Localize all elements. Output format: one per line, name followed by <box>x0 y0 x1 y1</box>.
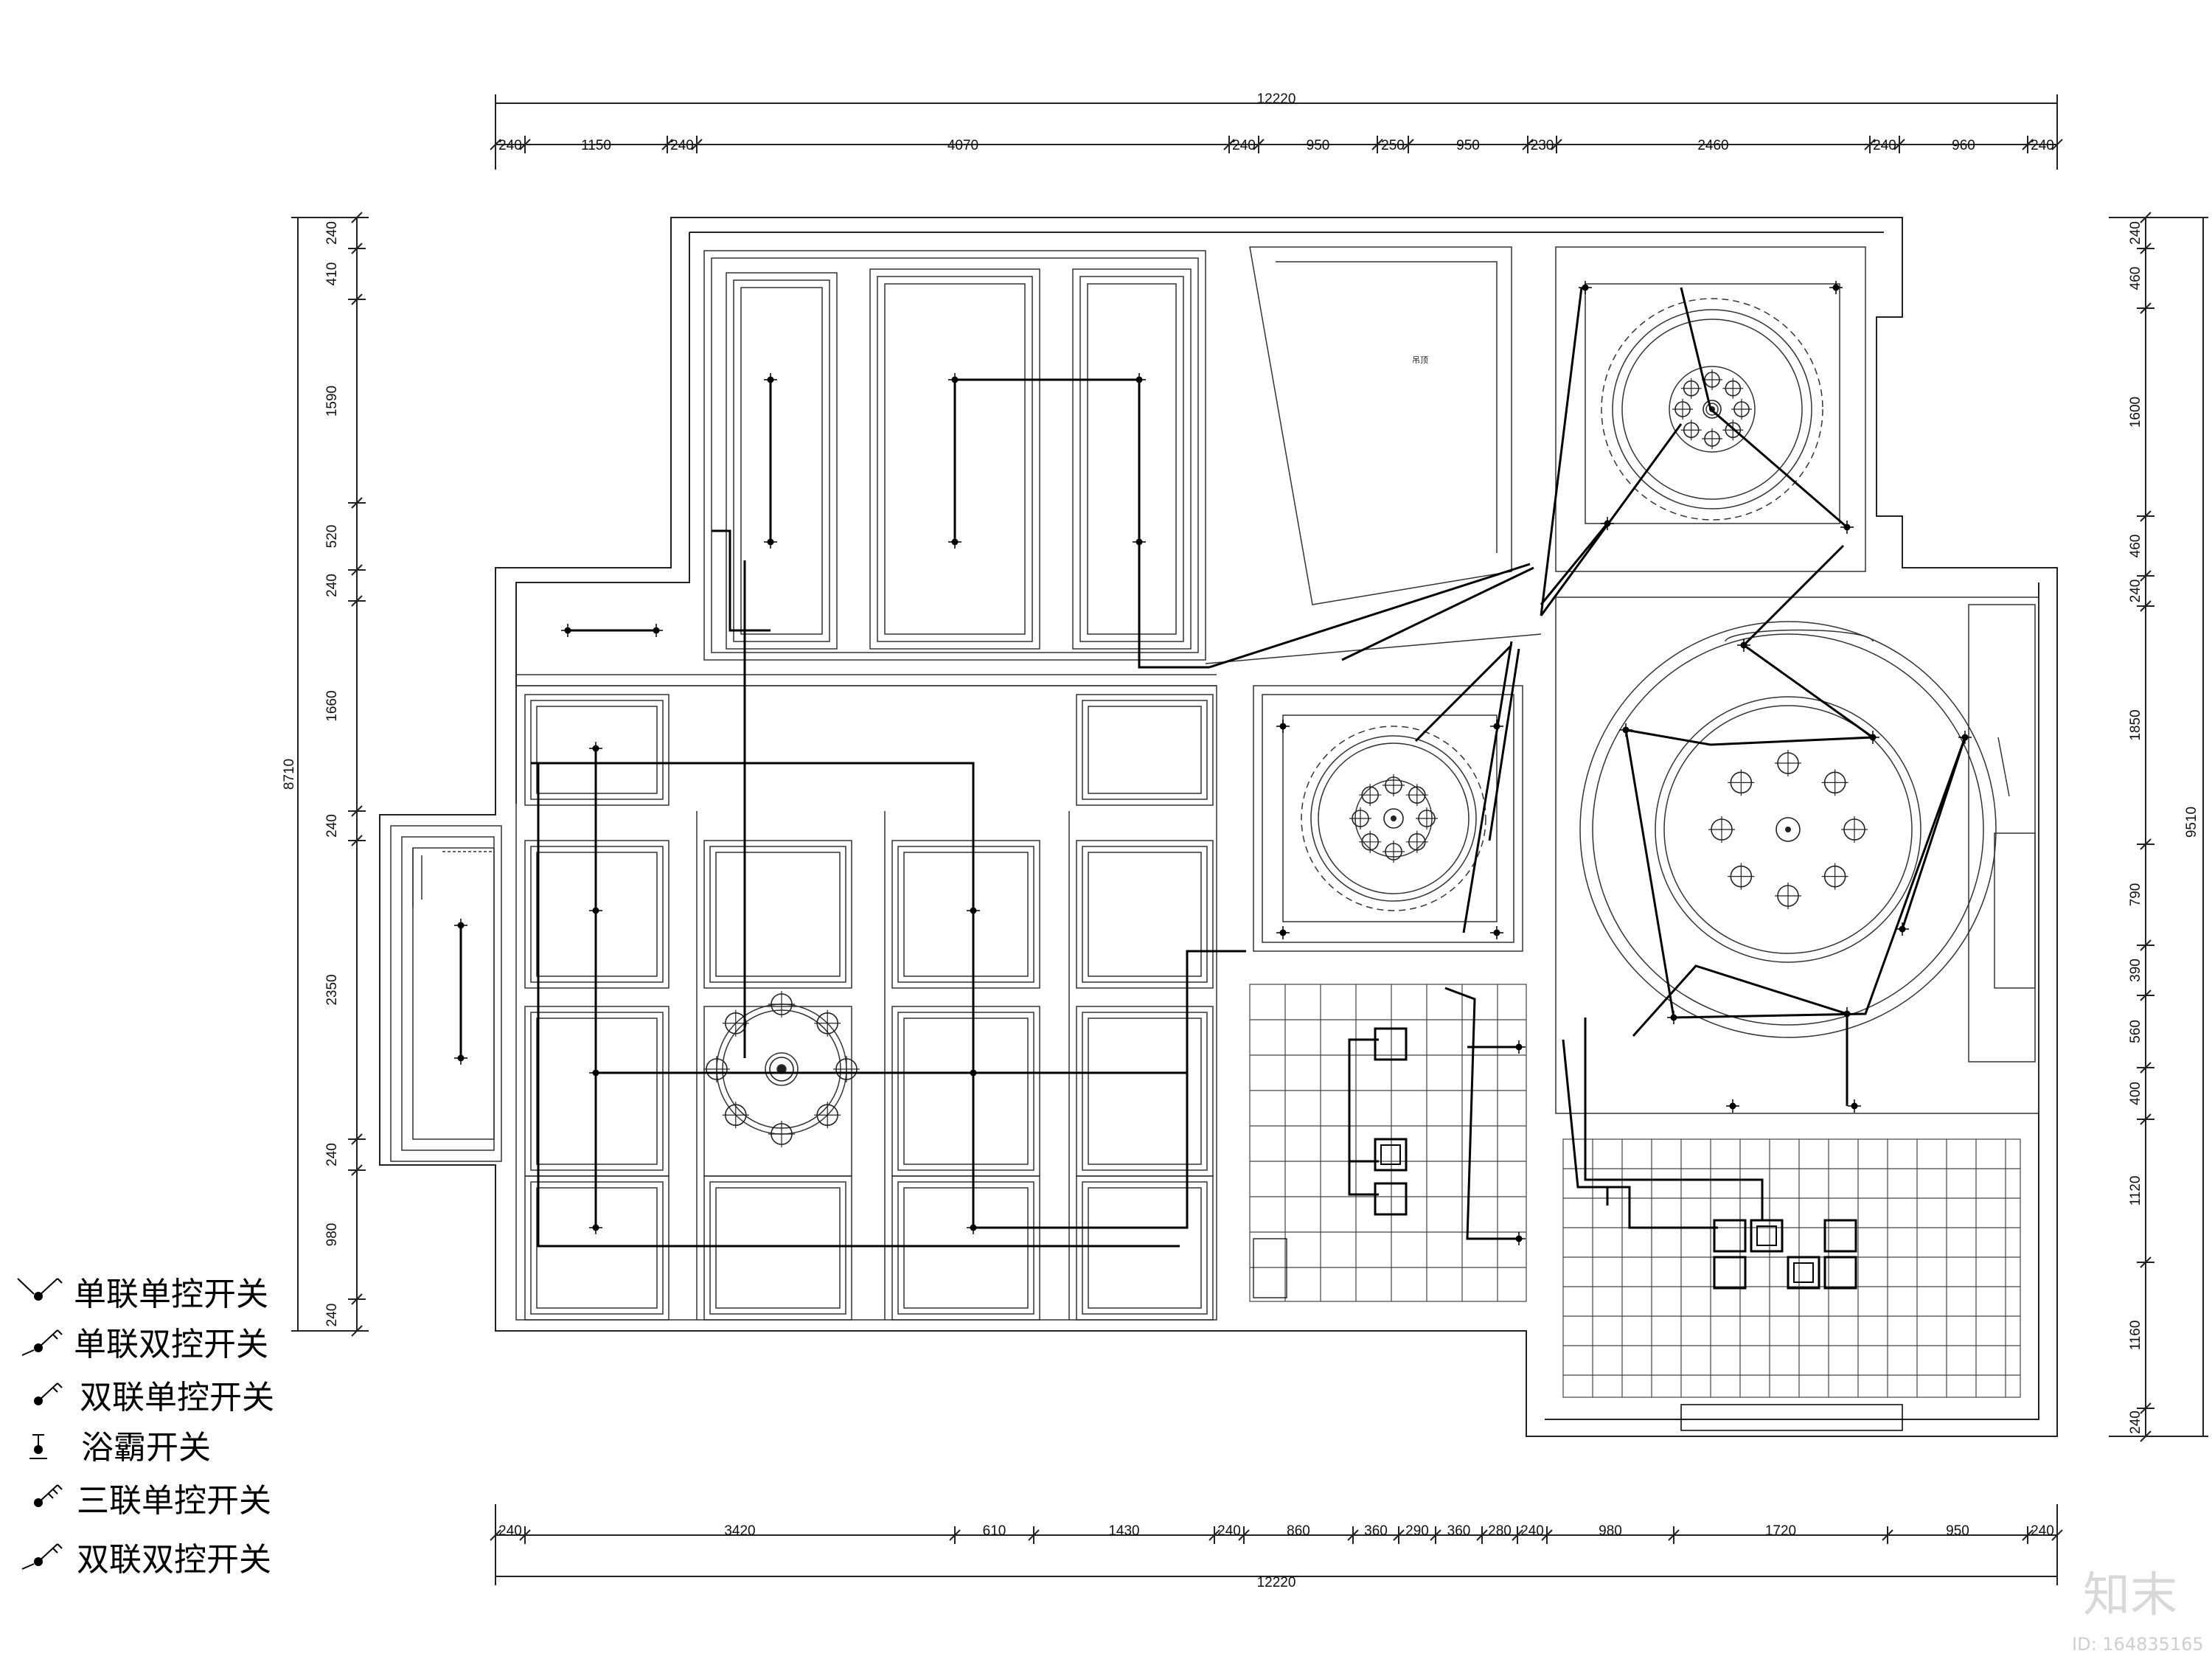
dimension-label: 460 <box>2128 267 2143 291</box>
exterior-walls <box>379 217 2058 1437</box>
dimension-label: 790 <box>2128 883 2143 907</box>
dimension-label: 860 <box>1287 1523 1310 1539</box>
dimension-label: 240 <box>2031 138 2054 153</box>
left-overall-dimension: 8710 <box>282 759 297 790</box>
legend-label-1: 单联单控开关 <box>74 1276 268 1313</box>
coffered-ceiling-top-left <box>703 250 1206 661</box>
top-middle-room <box>1205 246 1542 664</box>
dimension-label: 1150 <box>581 138 611 153</box>
ceiling-note-text: 吊顶 <box>1412 355 1428 365</box>
dimension-label: 240 <box>1232 138 1256 153</box>
right-overall-dimension: 9510 <box>2184 807 2199 838</box>
dimension-label: 960 <box>1952 138 1975 153</box>
tiled-bathroom-ceiling <box>1562 1138 2021 1398</box>
switch-legend: 单联单控开关 单联双控开关 双联单控开关 浴霸开关 三联单控开关 双联双控开关 <box>17 1276 274 1579</box>
dimension-label: 950 <box>1456 138 1480 153</box>
right-segment-labels: 240 460 1600 460 240 1850 790 390 560 400 1120 1160… <box>2128 212 2154 1442</box>
dimension-label: 560 <box>2128 1020 2143 1043</box>
dimension-label: 610 <box>983 1523 1006 1539</box>
right-dimension-chain <box>2109 217 2208 1437</box>
dimension-label: 240 <box>1520 1523 1544 1539</box>
legend-label-5: 三联单控开关 <box>77 1482 271 1520</box>
chandelier-middle <box>1349 774 1438 863</box>
dimension-label: 2350 <box>324 974 340 1005</box>
legend-label-3: 双联单控开关 <box>80 1379 274 1416</box>
dimension-label: 1120 <box>2128 1176 2143 1206</box>
living-chandelier-medallion <box>703 1004 852 1177</box>
porch-left <box>390 825 502 1162</box>
dimension-label: 980 <box>324 1223 340 1247</box>
bottom-overall-dimension: 12220 <box>1257 1575 1296 1590</box>
chandelier-top-right <box>1672 369 1752 449</box>
dimension-label: 1720 <box>1765 1523 1796 1539</box>
dimension-label: 1850 <box>2128 709 2143 740</box>
dimension-label: 290 <box>1405 1523 1429 1539</box>
dimension-label: 1430 <box>1108 1523 1139 1539</box>
dimension-label: 460 <box>2128 535 2143 558</box>
dimension-label: 240 <box>324 1304 340 1327</box>
chandelier-dining <box>1708 750 1868 909</box>
dimension-label: 360 <box>1447 1523 1471 1539</box>
dimension-label: 240 <box>2128 580 2143 603</box>
kitchen-fixtures <box>1253 1027 1408 1298</box>
dimension-label: 240 <box>324 574 340 597</box>
dimension-label: 950 <box>1946 1523 1969 1539</box>
dimension-label: 240 <box>324 814 340 838</box>
dimension-label: 240 <box>2031 1523 2054 1539</box>
legend-icons <box>17 1278 63 1570</box>
dimension-label: 400 <box>2128 1082 2143 1105</box>
dimension-label: 3420 <box>724 1523 755 1539</box>
legend-label-4: 浴霸开关 <box>81 1429 211 1467</box>
legend-label-2: 单联双控开关 <box>74 1326 268 1363</box>
dimension-label: 240 <box>1217 1523 1241 1539</box>
top-dimension-chain <box>495 94 2058 170</box>
round-ceiling-dining <box>1555 597 2039 1114</box>
dimension-label: 230 <box>1531 138 1554 153</box>
dimension-label: 240 <box>1873 138 1896 153</box>
dimension-label: 250 <box>1381 138 1405 153</box>
light-points <box>454 281 1972 1245</box>
dimension-label: 1160 <box>2128 1321 2143 1351</box>
bottom-segment-labels: 240 3420 610 1430 240 860 360 290 360 280 240 980 17… <box>490 1523 2063 1544</box>
dimension-label: 950 <box>1307 138 1330 153</box>
dimension-label: 1590 <box>324 386 340 417</box>
dimension-label: 360 <box>1364 1523 1388 1539</box>
coffered-ceiling-living-room <box>515 674 1217 1321</box>
dimension-label: 1600 <box>2128 397 2143 428</box>
dimension-label: 410 <box>324 262 340 286</box>
left-segment-labels: 240 410 1590 520 240 1660 240 2350 240 980 240 <box>324 212 366 1337</box>
dimension-label: 980 <box>1599 1523 1622 1539</box>
dimension-label: 520 <box>324 525 340 549</box>
dimension-label: 240 <box>324 1143 340 1166</box>
dimension-label: 4070 <box>947 138 978 153</box>
round-ceiling-top-right <box>1555 246 1866 572</box>
dimension-label: 1660 <box>324 690 340 721</box>
legend-label-6: 双联双控开关 <box>77 1541 271 1579</box>
switch-symbol-icon <box>34 1445 43 1454</box>
bottom-dimension-chain <box>495 1504 2058 1585</box>
tiled-kitchen-ceiling <box>1249 984 1527 1302</box>
dimension-label: 240 <box>2128 1411 2143 1434</box>
dimension-label: 240 <box>2128 221 2143 245</box>
dimension-label: 240 <box>498 1523 522 1539</box>
dimension-label: 240 <box>498 138 522 153</box>
coffered-panel-grid <box>524 694 1214 1321</box>
watermark-id: ID: 164835165 <box>2072 1634 2204 1655</box>
top-segment-labels: 240 1150 240 4070 240 950 250 950 230 2460 240 960 2… <box>490 136 2063 153</box>
dimension-label: 390 <box>2128 959 2143 982</box>
top-overall-dimension: 12220 <box>1257 91 1296 107</box>
dimension-label: 240 <box>324 221 340 245</box>
dimension-label: 240 <box>670 138 694 153</box>
watermark-brand: 知末 <box>2083 1568 2177 1623</box>
dimension-label: 280 <box>1488 1523 1512 1539</box>
chandelier-living <box>703 991 860 1147</box>
dimension-label: 2460 <box>1697 138 1728 153</box>
bathroom-fixtures <box>1680 1219 1903 1431</box>
lighting-wiring <box>459 287 1966 1248</box>
